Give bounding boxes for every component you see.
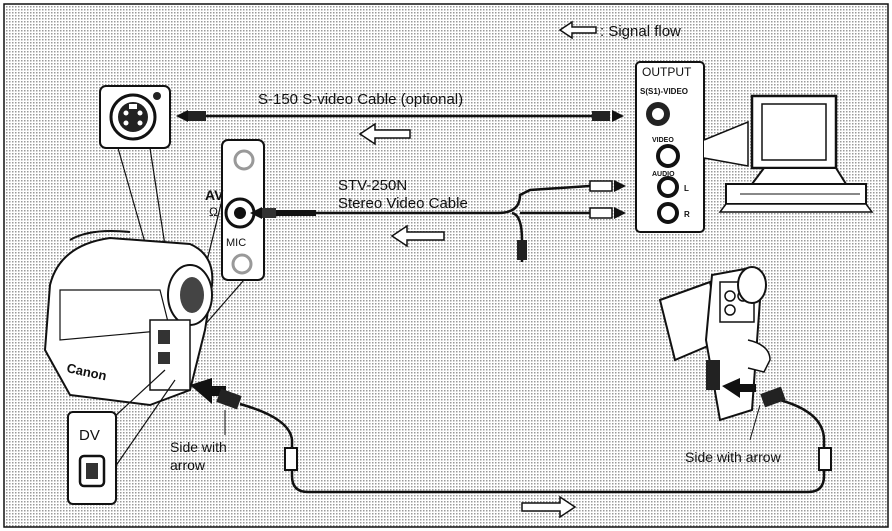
audio-right-label: R xyxy=(684,210,690,219)
svideo-jack-closeup xyxy=(100,86,170,148)
video-output-label: VIDEO xyxy=(652,137,674,144)
output-title: OUTPUT xyxy=(642,65,692,79)
svideo-cable-label: S-150 S-video Cable (optional) xyxy=(258,91,463,108)
headphone-icon: Ω xyxy=(209,205,218,219)
audio-left-label: L xyxy=(684,184,689,193)
stereo-cable-name: Stereo Video Cable xyxy=(338,195,468,212)
svideo-output-label: S(S1)-VIDEO xyxy=(640,87,688,96)
left-side-label-line1: Side with xyxy=(170,439,227,455)
video-output-port-icon xyxy=(658,146,678,166)
audio-right-port-icon xyxy=(659,204,677,222)
right-side-label: Side with arrow xyxy=(685,449,782,465)
dv-label: DV xyxy=(79,427,100,444)
av-label: AV xyxy=(205,187,224,203)
legend-text: : Signal flow xyxy=(600,23,681,40)
stereo-cable-model: STV-250N xyxy=(338,177,407,194)
left-side-label-line2: arrow xyxy=(170,457,206,473)
mic-label: MIC xyxy=(226,237,246,249)
audio-left-port-icon xyxy=(659,178,677,196)
